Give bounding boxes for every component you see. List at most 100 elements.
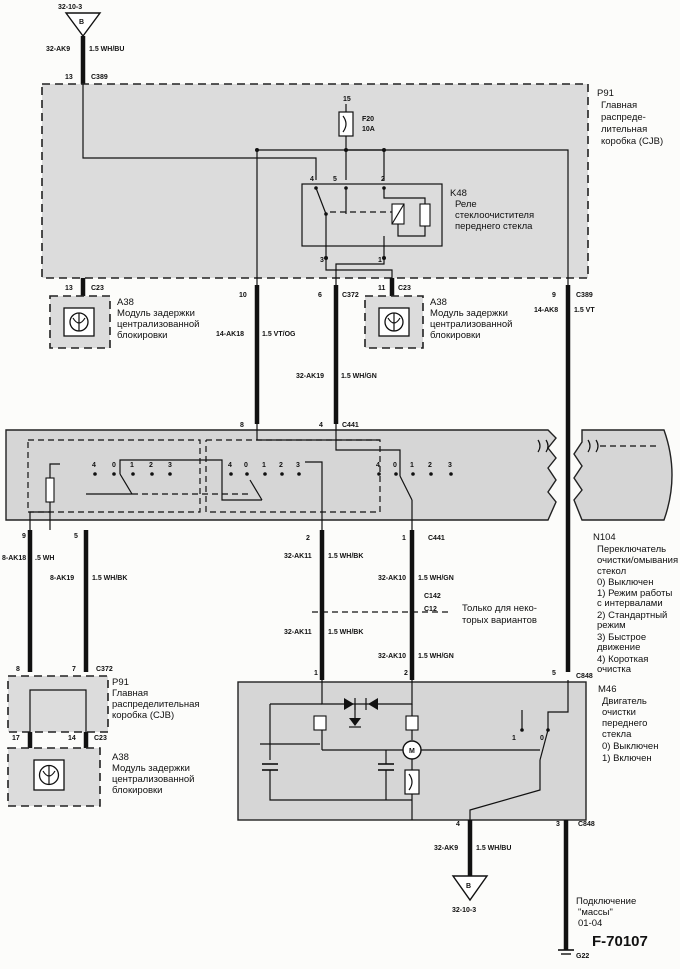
a38-left-label: A38 Модуль задержки централизованной бло… — [117, 297, 199, 341]
switch-group-1: 4 0 1 2 3 — [45, 462, 172, 503]
cjb-top-label: P91 Главная распреде- лительная коробка … — [597, 88, 663, 147]
m46-pin-5: 5 — [552, 670, 556, 677]
svg-text:4: 4 — [92, 462, 96, 469]
figure-id: F-70107 — [592, 933, 648, 950]
wire-14-ak18-spec: 1.5 VT/OG — [262, 331, 296, 338]
m46-pin-2: 2 — [404, 670, 408, 677]
wire-8-ak18-id: 8-AK18 — [2, 555, 26, 562]
cjb-bottom-pin-14: 14 — [68, 735, 76, 742]
svg-text:1: 1 — [410, 462, 414, 469]
svg-text:торых вариантов: торых вариантов — [462, 615, 537, 626]
fuse-f20: 15 F20 10A — [338, 96, 375, 150]
top-connector-b: 32-10-3 B — [58, 4, 102, 38]
wire-32-ak19-spec: 1.5 WH/GN — [341, 373, 377, 380]
svg-text:переднего стекла: переднего стекла — [455, 221, 533, 232]
ground-label: Подключение "массы" 01-04 — [576, 896, 636, 929]
wire-32-ak10-id: 32-AK10 — [378, 575, 406, 582]
svg-text:коробка (CJB): коробка (CJB) — [601, 136, 663, 147]
a38-mid-box — [364, 295, 424, 349]
m46-switch-pos-0: 0 — [540, 735, 544, 742]
svg-text:стекол: стекол — [597, 566, 626, 577]
c372-conn: C372 — [342, 292, 359, 299]
c12-label: C12 — [424, 606, 437, 613]
svg-text:централизованной: централизованной — [112, 774, 194, 785]
svg-text:Реле: Реле — [455, 199, 477, 210]
svg-text:Модуль задержки: Модуль задержки — [117, 308, 195, 319]
c389-right-wire-spec: 1.5 VT — [574, 307, 595, 314]
svg-text:0: 0 — [244, 462, 248, 469]
switch-group-3: 4 0 1 2 3 — [376, 462, 453, 501]
svg-text:режим: режим — [597, 620, 626, 631]
cjb-top-box — [41, 83, 589, 279]
svg-text:Главная: Главная — [112, 688, 148, 699]
a38-bottom-label: A38 Модуль задержки централизованной бло… — [112, 752, 194, 796]
svg-text:M46: M46 — [598, 684, 616, 695]
svg-text:4) Короткая: 4) Короткая — [597, 654, 648, 665]
svg-text:15: 15 — [343, 96, 351, 103]
svg-text:движение: движение — [597, 642, 640, 653]
bottom-pin-3: 3 — [556, 821, 560, 828]
svg-text:Главная: Главная — [601, 100, 637, 111]
svg-text:блокировки: блокировки — [430, 330, 481, 341]
cjb-bottom-pin-17: 17 — [12, 735, 20, 742]
m46-switch-pos-1: 1 — [512, 735, 516, 742]
a38-left-pin: 13 — [65, 285, 73, 292]
a38-mid-icon — [378, 307, 410, 337]
cjb-bottom-pin-8: 8 — [16, 666, 20, 673]
svg-text:очистки: очистки — [602, 707, 636, 718]
bottom-connector-b: B 32-10-3 — [451, 875, 489, 914]
svg-text:1: 1 — [130, 462, 134, 469]
c441-top-pin-8: 8 — [240, 422, 244, 429]
n104-code: N104 — [593, 532, 616, 543]
wire-14-ak18-id: 14-AK18 — [216, 331, 244, 338]
opt-wire-32-ak10-spec: 1.5 WH/GN — [418, 653, 454, 660]
c441-bottom-pin-2: 2 — [306, 535, 310, 542]
svg-text:2: 2 — [279, 462, 283, 469]
n104-switch-band-right — [573, 429, 673, 521]
svg-text:01-04: 01-04 — [578, 918, 602, 929]
bottom-pin-4: 4 — [456, 821, 460, 828]
svg-text:P91: P91 — [112, 677, 129, 688]
bottom-wire-id: 32-AK9 — [434, 845, 458, 852]
svg-text:P91: P91 — [597, 88, 614, 99]
svg-text:2: 2 — [149, 462, 153, 469]
c441-top-conn: C441 — [342, 422, 359, 429]
svg-text:3: 3 — [320, 257, 324, 264]
svg-text:блокировки: блокировки — [112, 785, 163, 796]
m46-pin-1: 1 — [314, 670, 318, 677]
opt-wire-32-ak11-id: 32-AK11 — [284, 629, 312, 636]
svg-text:32-10-3: 32-10-3 — [452, 907, 476, 914]
svg-text:очистка: очистка — [597, 664, 632, 675]
c389-right-wire-id: 14-AK8 — [534, 307, 558, 314]
svg-text:распределительная: распределительная — [112, 699, 200, 710]
m46-label: M46 Двигатель очистки переднего стекла 0… — [598, 684, 658, 764]
c441-bottom-conn: C441 — [428, 535, 445, 542]
a38-left-icon — [63, 307, 95, 337]
bottom-conn: C848 — [578, 821, 595, 828]
cjb-bottom-pin-7: 7 — [72, 666, 76, 673]
svg-text:G22: G22 — [576, 953, 589, 960]
c441-bottom-pin-1: 1 — [402, 535, 406, 542]
lower-left-pin-5: 5 — [74, 533, 78, 540]
svg-text:2: 2 — [428, 462, 432, 469]
opt-wire-32-ak11-spec: 1.5 WH/BK — [328, 629, 363, 636]
svg-text:1) Включен: 1) Включен — [602, 753, 652, 764]
m46-conn: C848 — [576, 673, 593, 680]
svg-text:0: 0 — [112, 462, 116, 469]
svg-text:A38: A38 — [112, 752, 129, 763]
wire-8-ak19-id: 8-AK19 — [50, 575, 74, 582]
svg-text:2: 2 — [381, 176, 385, 183]
wire-8-ak18-spec: .5 WH — [35, 555, 54, 562]
a38-mid-conn: C23 — [398, 285, 411, 292]
optional-variant-note: Только для неко- торых вариантов — [462, 603, 537, 626]
top-conn: C389 — [91, 74, 108, 81]
relay-k48: 4 5 2 3 1 — [301, 176, 443, 264]
bottom-wire-spec: 1.5 WH/BU — [476, 845, 511, 852]
svg-text:Модуль задержки: Модуль задержки — [112, 763, 190, 774]
top-connector-letter: B — [79, 19, 84, 26]
cjb-bottom-box — [7, 675, 109, 733]
svg-text:переднего: переднего — [602, 718, 647, 729]
svg-text:блокировки: блокировки — [117, 330, 168, 341]
svg-text:3: 3 — [448, 462, 452, 469]
svg-text:B: B — [466, 883, 471, 890]
